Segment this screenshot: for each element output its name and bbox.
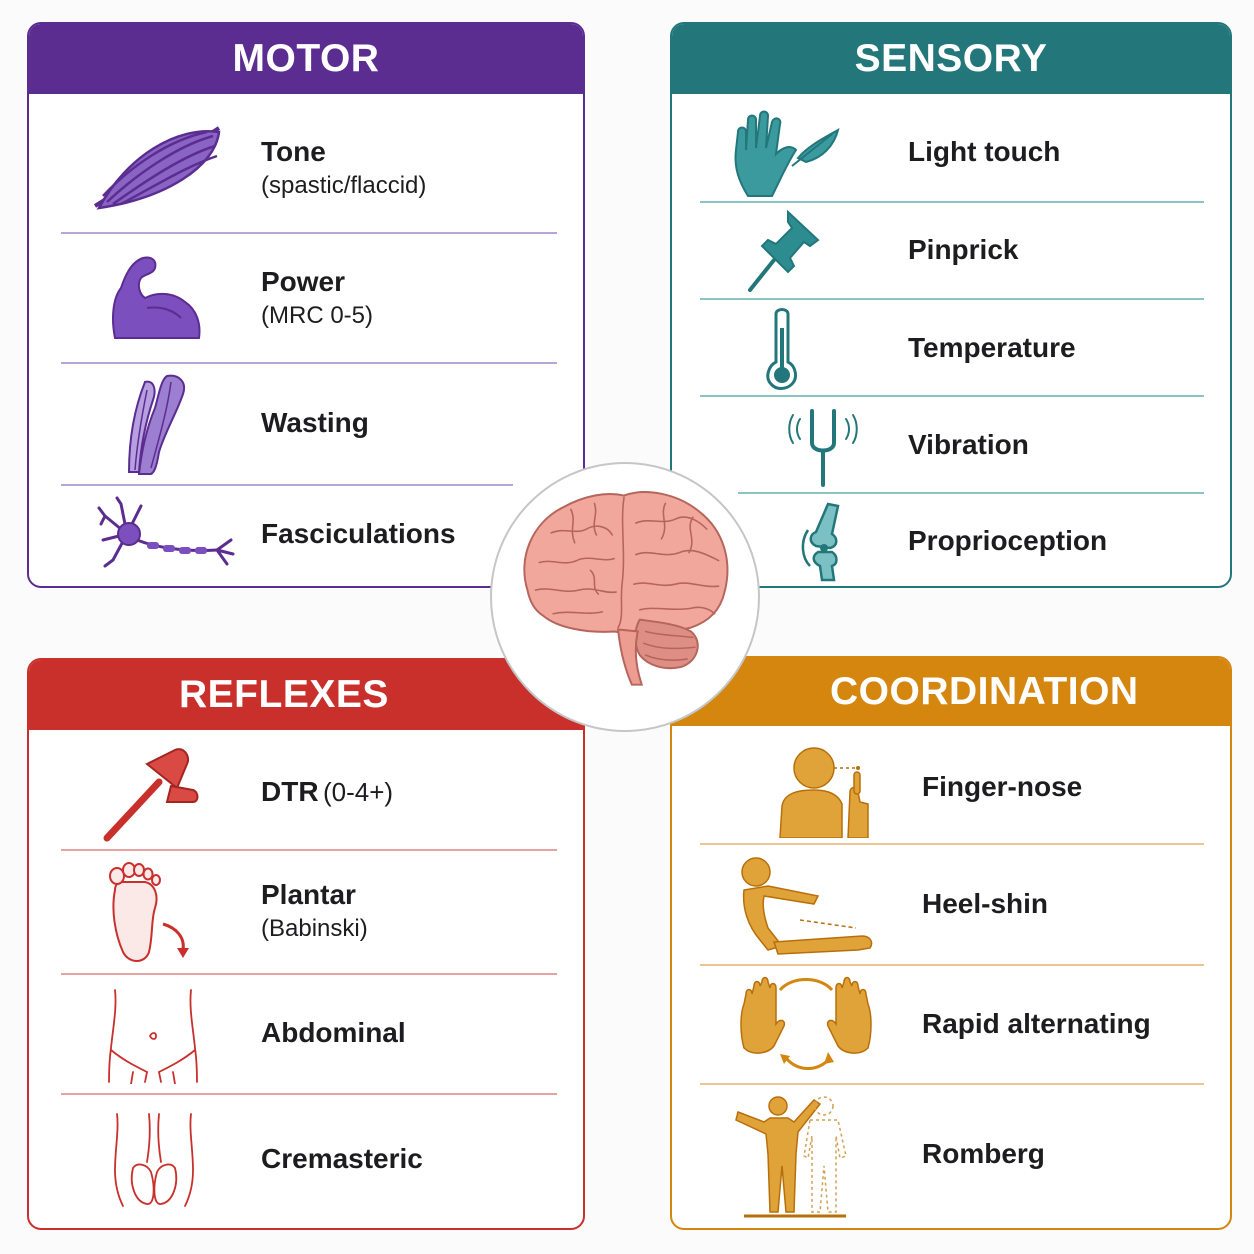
sensory-item-pinprick: Pinprick — [672, 202, 1230, 298]
coordination-item-rapid-alternating: Rapid alternating — [672, 966, 1230, 1082]
motor-item-tone-label: Tone — [261, 136, 326, 168]
reflexes-item-dtr: DTR (0-4+) — [29, 736, 583, 848]
coordination-item-rapid-alternating-label: Rapid alternating — [922, 1007, 1151, 1039]
reflexes-item-plantar-sub: (Babinski) — [261, 915, 368, 943]
sensory-panel: SENSORY Light touch Pinprick — [670, 22, 1232, 588]
neuron-icon — [97, 496, 237, 572]
coordination-item-romberg-label: Romberg — [922, 1137, 1045, 1169]
motor-item-tone-sub: (spastic/flaccid) — [261, 172, 427, 200]
sensory-divider-2 — [700, 298, 1204, 300]
motor-divider-3 — [61, 484, 513, 486]
coordination-item-heel-shin: Heel-shin — [672, 844, 1230, 964]
coordination-divider-2 — [700, 964, 1204, 966]
sensory-item-pinprick-label: Pinprick — [908, 233, 1019, 265]
motor-item-power: Power (MRC 0-5) — [29, 234, 583, 362]
knee-joint-icon — [798, 502, 848, 582]
tuning-fork-icon — [788, 403, 858, 489]
reflexes-divider-3 — [61, 1093, 557, 1095]
motor-header: MOTOR — [29, 24, 583, 94]
motor-item-fasciculations-label: Fasciculations — [261, 517, 456, 549]
abdomen-icon — [103, 988, 203, 1084]
coordination-header: COORDINATION — [672, 658, 1230, 726]
reflexes-item-abdominal: Abdominal — [29, 974, 583, 1092]
coordination-item-finger-nose: Finger-nose — [672, 732, 1230, 842]
motor-item-wasting-label: Wasting — [261, 406, 369, 438]
reflexes-item-plantar: Plantar (Babinski) — [29, 850, 583, 972]
reflexes-item-cremasteric: Cremasteric — [29, 1094, 583, 1224]
motor-item-wasting: Wasting — [29, 364, 583, 482]
reflexes-panel: REFLEXES DTR (0-4+) — [27, 658, 585, 1230]
coordination-divider-1 — [700, 843, 1204, 845]
sensory-item-proprioception-label: Proprioception — [908, 524, 1108, 556]
reflexes-divider-2 — [61, 973, 557, 975]
sensory-divider-4 — [738, 492, 1204, 494]
wasted-limb-icon — [121, 372, 201, 476]
sensory-item-temperature: Temperature — [672, 300, 1230, 396]
coordination-title: COORDINATION — [830, 670, 1139, 713]
sensory-item-proprioception: Proprioception — [672, 494, 1230, 586]
reflexes-item-cremasteric-label: Cremasteric — [261, 1142, 423, 1174]
reflexes-item-dtr-label: DTR — [261, 775, 319, 807]
motor-divider-1 — [61, 232, 557, 234]
groin-icon — [109, 1110, 199, 1208]
motor-divider-2 — [61, 362, 557, 364]
reflexes-divider-1 — [61, 849, 557, 851]
reflexes-item-plantar-label: Plantar — [261, 879, 356, 911]
romberg-standing-icon — [734, 1092, 858, 1218]
motor-item-power-label: Power — [261, 266, 346, 298]
brain-circle — [490, 462, 760, 732]
coordination-divider-3 — [700, 1083, 1204, 1085]
reflexes-title: REFLEXES — [179, 673, 389, 716]
motor-item-power-sub: (MRC 0-5) — [261, 302, 373, 330]
sensory-item-light-touch: Light touch — [672, 104, 1230, 200]
sensory-header: SENSORY — [672, 24, 1230, 94]
foot-sole-icon — [105, 860, 195, 964]
motor-item-tone: Tone (spastic/flaccid) — [29, 104, 583, 232]
coordination-item-heel-shin-label: Heel-shin — [922, 887, 1049, 919]
flexed-arm-icon — [107, 248, 207, 348]
motor-panel: MOTOR Tone (spastic/flaccid) — [27, 22, 585, 588]
coordination-panel: COORDINATION Finger-nose — [670, 656, 1232, 1230]
sensory-item-temperature-label: Temperature — [908, 331, 1076, 363]
reflexes-item-abdominal-label: Abdominal — [261, 1016, 406, 1048]
sensory-title: SENSORY — [854, 37, 1048, 80]
muscle-fiber-icon — [87, 116, 227, 216]
hand-feather-icon — [728, 110, 844, 198]
sensory-item-vibration-label: Vibration — [908, 428, 1029, 460]
sensory-item-vibration: Vibration — [672, 397, 1230, 493]
sensory-item-light-touch-label: Light touch — [908, 135, 1061, 167]
reflexes-item-dtr-inline-sub: (0-4+) — [323, 776, 394, 807]
motor-item-fasciculations: Fasciculations — [29, 486, 583, 582]
reflexes-header: REFLEXES — [29, 660, 583, 730]
thermometer-icon — [764, 308, 800, 390]
pushpin-icon — [748, 210, 824, 292]
brain-icon — [523, 491, 729, 686]
reflex-hammer-icon — [103, 746, 203, 842]
sensory-divider-3 — [700, 395, 1204, 397]
sensory-divider-1 — [700, 201, 1204, 203]
coordination-item-romberg: Romberg — [672, 1084, 1230, 1224]
coordination-item-finger-nose-label: Finger-nose — [922, 770, 1083, 802]
alternating-hands-icon — [738, 974, 874, 1078]
finger-nose-person-icon — [776, 742, 876, 838]
heel-shin-person-icon — [738, 856, 878, 956]
motor-title: MOTOR — [232, 37, 380, 80]
